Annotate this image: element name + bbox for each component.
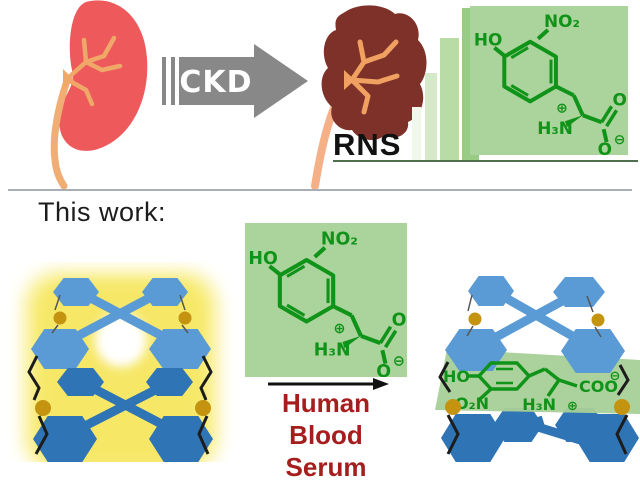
o-double-label: O	[613, 89, 627, 109]
gold-sphere	[195, 400, 211, 416]
reaction-arrow	[268, 378, 389, 390]
serum-line: Serum	[285, 452, 367, 482]
hexagon	[493, 408, 543, 442]
serum-condition-label: Human Blood Serum	[245, 387, 407, 483]
this-work-label: This work:	[38, 197, 167, 227]
nitrotyrosine-structure-vertical: NO₂ HO H₃N ⊕ O O ⊖	[474, 11, 627, 159]
plus-icon: ⊕	[556, 100, 568, 116]
hexagon	[149, 416, 213, 462]
minus-icon: ⊖	[614, 132, 626, 148]
hexagon	[142, 278, 188, 306]
ckd-arrow-speedline	[162, 57, 166, 105]
cage-lower-assembly	[441, 408, 639, 462]
gold-sphere	[35, 400, 51, 416]
ckd-arrow-speedline	[171, 57, 175, 105]
diseased-kidney-vessels	[349, 39, 400, 115]
hexagon	[561, 329, 625, 373]
nitrotyrosine-panel-top: NO₂ HO H₃N ⊕ O O ⊖	[470, 6, 628, 159]
fluorescence-glow	[25, 272, 217, 462]
nitrotyrosine-structure-vertical: NO₂ HO H₃N ⊕ O O ⊖	[248, 230, 407, 382]
hexagon	[149, 329, 211, 369]
o-double-label: O	[392, 311, 407, 331]
nitrotyrosine-panel-middle: NO₂ HO H₃N ⊕ O O ⊖	[245, 223, 407, 382]
o-minus-label: O	[598, 139, 612, 155]
h3n-label: H₃N	[522, 395, 556, 414]
host-guest-complex-illustration: HO O₂N H₃N ⊕ COO ⊖	[435, 276, 640, 462]
serum-line: Blood	[289, 420, 363, 450]
hexagon	[441, 414, 505, 462]
section-divider	[8, 189, 632, 191]
cage-upper-assembly	[31, 278, 211, 369]
hexagon	[57, 368, 104, 396]
cage-lower-assembly	[27, 355, 213, 462]
rns-baseline	[333, 160, 638, 162]
no2-label: NO₂	[321, 230, 358, 250]
plus-icon: ⊕	[333, 321, 345, 337]
diseased-kidney-body	[321, 5, 427, 141]
gold-sphere	[53, 311, 67, 325]
coo-label: COO	[579, 377, 618, 396]
gold-sphere	[468, 312, 482, 326]
benzene-ring	[493, 28, 619, 143]
no2-label: NO₂	[544, 11, 580, 31]
cage-linkers	[438, 361, 630, 455]
ckd-arrow-label: CKD	[179, 65, 252, 100]
graphical-abstract: { "top_row": { "ckd_arrow_label": "CKD",…	[8, 0, 640, 482]
minus-icon: ⊖	[610, 369, 621, 384]
h3n-label: H₃N	[314, 340, 351, 360]
o2n-label: O₂N	[455, 394, 489, 413]
ho-label: HO	[443, 367, 470, 386]
wedge-bond	[342, 335, 361, 349]
hexagon	[468, 276, 514, 306]
healthy-kidney-body	[59, 0, 148, 151]
gold-sphere	[614, 399, 630, 415]
o-minus-label: O	[376, 362, 391, 377]
healthy-kidney-vessels	[65, 35, 123, 107]
gold-sphere	[178, 311, 192, 325]
hexagon	[53, 278, 99, 306]
rns-bar-1	[412, 107, 421, 160]
rns-label: RNS	[333, 127, 402, 162]
wedge-bond	[564, 115, 583, 128]
hexagon	[445, 329, 507, 371]
plus-icon: ⊕	[567, 399, 578, 414]
h3n-label: H₃N	[537, 118, 573, 138]
hexagon	[31, 329, 89, 369]
rns-bar-3	[440, 38, 459, 160]
rns-bar-2	[425, 73, 437, 160]
minus-icon: ⊖	[393, 354, 405, 370]
nitrotyrosine-structure-bound: HO O₂N H₃N ⊕ COO ⊖	[443, 361, 621, 414]
gold-sphere	[591, 313, 605, 327]
healthy-kidney-hilum	[63, 69, 74, 89]
cage-upper-assembly	[445, 276, 625, 373]
hexagon	[553, 277, 605, 307]
serum-line: Human	[281, 388, 371, 418]
gold-sphere	[445, 399, 461, 415]
ckd-arrow-body	[179, 57, 254, 105]
hexagon	[33, 416, 97, 462]
benzene-ring	[268, 246, 398, 365]
ckd-arrow: CKD	[162, 44, 308, 118]
healthy-kidney-illustration	[50, 0, 148, 190]
ho-label: HO	[474, 30, 502, 50]
ckd-arrow-head	[254, 44, 308, 118]
hexagon	[146, 368, 193, 396]
diseased-kidney-illustration	[311, 5, 427, 190]
free-cage-illustration	[25, 272, 217, 462]
ho-label: HO	[248, 249, 277, 269]
diseased-kidney-hilum	[344, 70, 355, 90]
healthy-kidney-ureter	[50, 80, 70, 190]
